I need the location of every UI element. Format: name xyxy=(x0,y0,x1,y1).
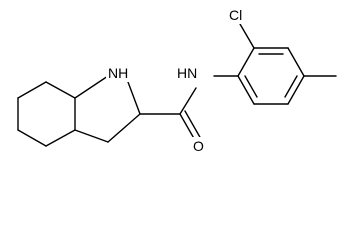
bond-ar6-ar1 xyxy=(237,75,255,105)
bond-c4-c3a xyxy=(45,129,76,147)
cyclohexane-ring xyxy=(17,81,76,147)
amide-group xyxy=(139,87,202,143)
molecule-structure-diagram: NH HN O Cl xyxy=(17,6,337,155)
oxygen-label: O xyxy=(193,138,204,154)
chlorine-label: Cl xyxy=(229,7,242,23)
bond-c3-c3a xyxy=(74,129,109,143)
nh-ring-label-bg xyxy=(106,64,130,82)
bond-ar2-cl xyxy=(239,23,255,49)
oxygen-label-bg xyxy=(192,137,206,155)
bond-carbonyl-o-b xyxy=(184,110,202,140)
benzene-ring xyxy=(213,23,337,105)
bond-c7a-n1 xyxy=(74,75,109,99)
bond-carbonyl-nh xyxy=(179,87,197,115)
bond-c7-c6 xyxy=(17,81,47,99)
bond-ar6-ar1-inner xyxy=(244,75,258,98)
atom-labels: NH HN O Cl xyxy=(106,6,250,155)
nh-amide-label-bg xyxy=(175,64,199,82)
bond-ar3-ar4 xyxy=(287,47,305,77)
bond-c2-c3 xyxy=(107,113,141,143)
nh-ring-label: NH xyxy=(108,65,128,81)
bond-ar4-ar5 xyxy=(287,75,305,105)
chlorine-label-bg xyxy=(228,6,250,24)
bond-n1-c2 xyxy=(127,81,141,115)
bond-ar1-ar2 xyxy=(237,47,255,77)
nh-amide-label: HN xyxy=(177,65,197,81)
bond-ar4-ar5-inner xyxy=(284,75,298,98)
pyrrolidine-ring xyxy=(74,75,141,143)
bond-c7a-c7 xyxy=(45,81,76,99)
bond-c5-c4 xyxy=(17,129,47,147)
